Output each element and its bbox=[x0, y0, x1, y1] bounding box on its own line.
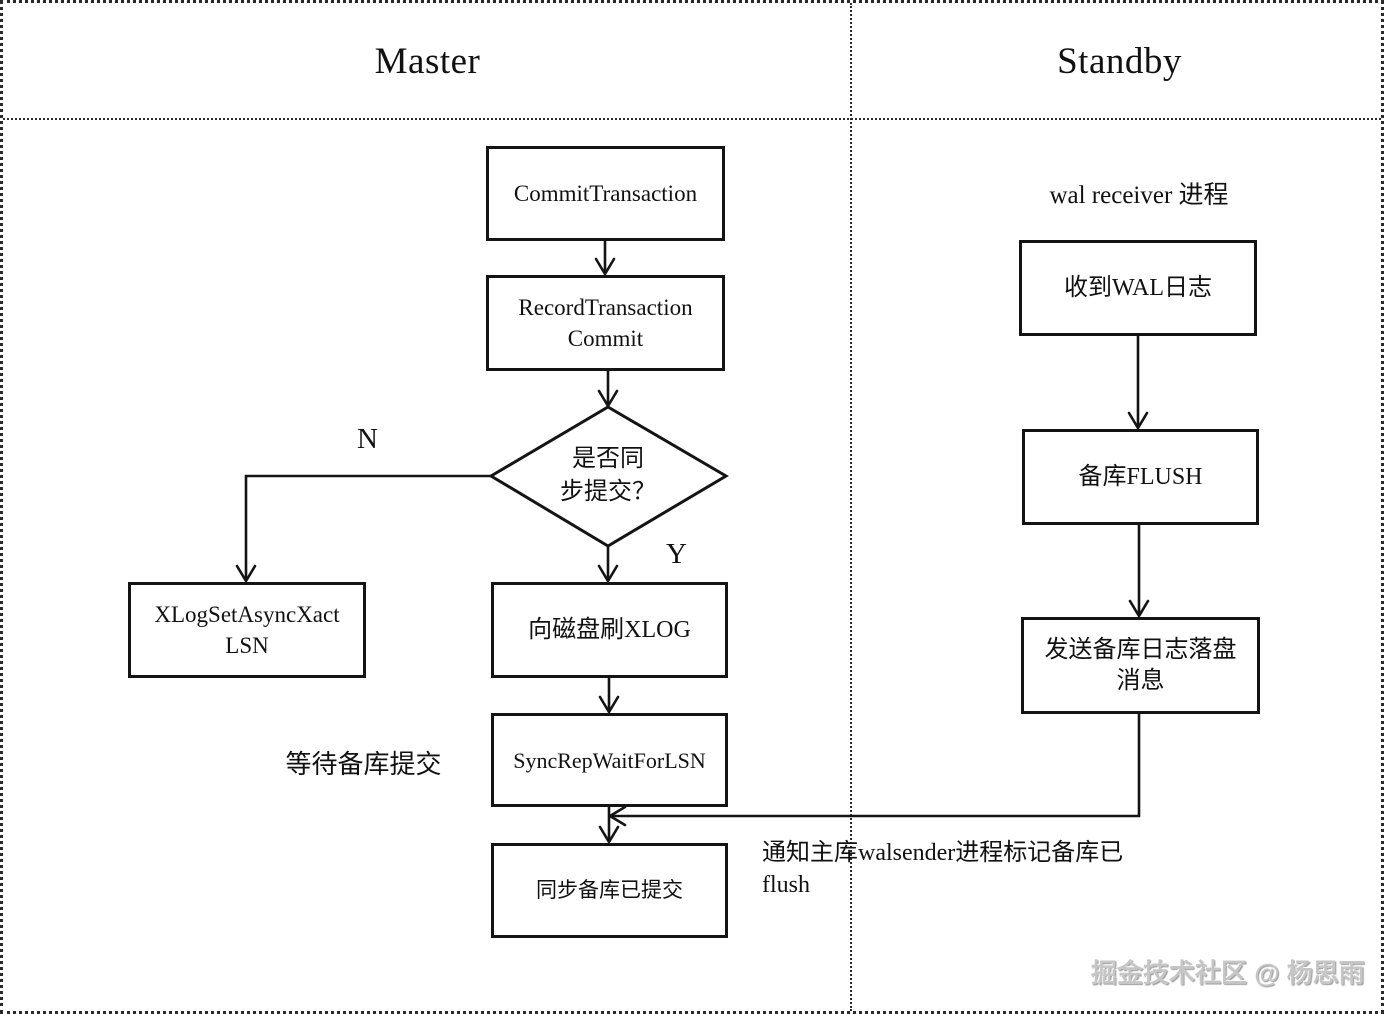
arrow-syncrep-to-committed bbox=[598, 804, 620, 845]
node-send-flush-message: 发送备库日志落盘 消息 bbox=[1021, 617, 1260, 714]
lane-header-standby: Standby bbox=[1057, 41, 1182, 82]
node-receive-wal-log: 收到WAL日志 bbox=[1019, 240, 1257, 336]
node-xlog-set-async-line2: LSN bbox=[225, 633, 269, 658]
notify-walsender-line2: flush bbox=[762, 872, 810, 898]
watermark-text: 掘金技术社区 @ 杨思雨 bbox=[1091, 958, 1365, 988]
notify-walsender-annotation: 通知主库walsender进程标记备库已 flush bbox=[762, 837, 1157, 901]
node-record-transaction-commit-line1: RecordTransaction bbox=[518, 295, 693, 320]
decision-label-line1: 是否同 bbox=[572, 446, 644, 472]
node-record-transaction-commit-line2: Commit bbox=[567, 326, 644, 351]
decision-label: 是否同 步提交？ bbox=[508, 443, 708, 509]
lane-divider-vertical bbox=[850, 3, 852, 1011]
node-send-flush-message-line2: 消息 bbox=[1116, 667, 1165, 694]
node-xlog-set-async-line1: XLogSetAsyncXact bbox=[154, 602, 340, 627]
connector-wires bbox=[235, 238, 1150, 845]
arrow-flushxlog-to-syncrep bbox=[598, 675, 620, 715]
wal-receiver-process-label: wal receiver 进程 bbox=[1049, 182, 1229, 209]
node-send-flush-message-line1: 发送备库日志落盘 bbox=[1044, 636, 1237, 663]
node-sync-standby-committed-label: 同步备库已提交 bbox=[536, 878, 683, 902]
node-flush-xlog-to-disk: 向磁盘刷XLOG bbox=[491, 582, 728, 678]
node-sync-rep-wait-for-lsn: SyncRepWaitForLSN bbox=[491, 713, 728, 807]
header-divider-horizontal bbox=[3, 118, 1381, 120]
arrow-y-branch bbox=[597, 544, 619, 584]
node-sync-rep-wait-label: SyncRepWaitForLSN bbox=[513, 747, 706, 773]
decision-label-line2: 步提交？ bbox=[560, 479, 656, 505]
notify-walsender-line1: 通知主库walsender进程标记备库已 bbox=[762, 840, 1124, 866]
node-commit-transaction-label: CommitTransaction bbox=[513, 181, 698, 206]
node-record-transaction-commit: RecordTransaction Commit bbox=[486, 275, 725, 371]
node-standby-flush-label: 备库FLUSH bbox=[1078, 463, 1203, 490]
arrow-commit-to-record bbox=[594, 238, 616, 277]
lane-header-master: Master bbox=[374, 41, 481, 82]
node-receive-wal-log-label: 收到WAL日志 bbox=[1064, 274, 1212, 301]
arrow-record-to-decision bbox=[597, 368, 619, 409]
wait-for-standby-label: 等待备库提交 bbox=[285, 750, 442, 779]
arrow-receivewal-to-flush bbox=[1127, 333, 1149, 431]
node-flush-xlog-label: 向磁盘刷XLOG bbox=[528, 616, 691, 643]
arrow-n-branch bbox=[235, 474, 494, 584]
node-xlog-set-async-xact-lsn: XLogSetAsyncXact LSN bbox=[128, 582, 366, 678]
branch-label-y: Y bbox=[666, 538, 687, 570]
node-standby-flush: 备库FLUSH bbox=[1022, 429, 1259, 525]
arrow-flush-to-sendmsg bbox=[1128, 523, 1150, 619]
branch-label-n: N bbox=[357, 423, 378, 455]
node-commit-transaction: CommitTransaction bbox=[486, 146, 725, 241]
arrow-standby-feedback bbox=[607, 711, 1141, 827]
node-sync-standby-committed: 同步备库已提交 bbox=[491, 843, 728, 938]
